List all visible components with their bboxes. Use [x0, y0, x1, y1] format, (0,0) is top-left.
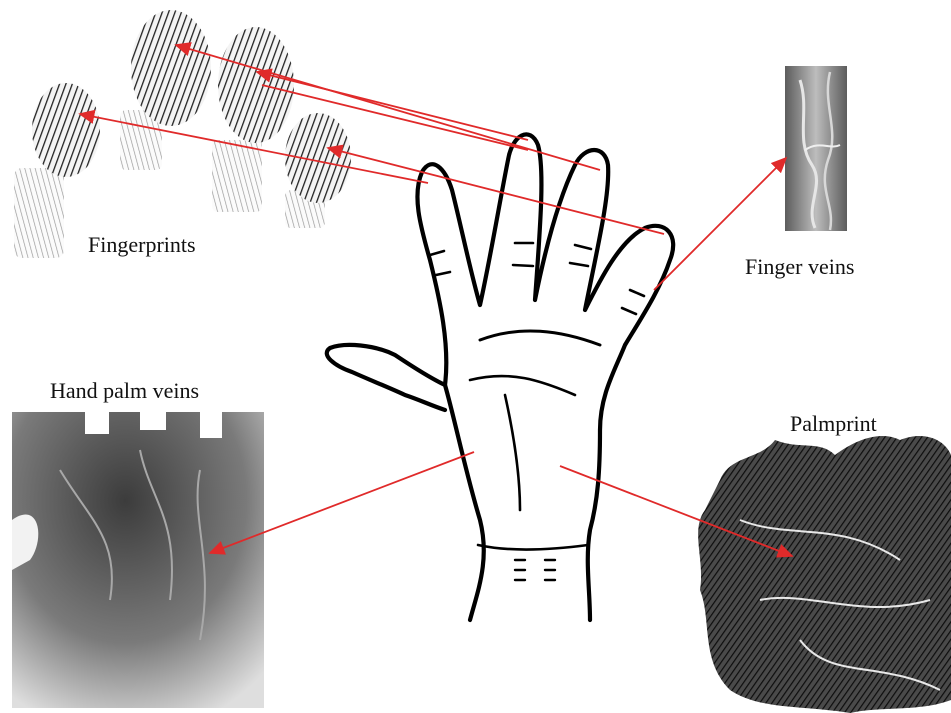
- fingerprint-index: [285, 113, 351, 228]
- palmprint-image: [698, 436, 951, 713]
- hand-outline-icon: [327, 134, 673, 620]
- finger-veins-image: [785, 66, 847, 231]
- fingerprint-middle: [212, 27, 294, 212]
- fingerprint-ring: [120, 10, 211, 170]
- hand-palm-veins-label: Hand palm veins: [50, 378, 199, 404]
- palmprint-label: Palmprint: [790, 411, 877, 437]
- finger-veins-label: Finger veins: [745, 254, 854, 280]
- hand-palm-veins-image: [12, 412, 264, 708]
- fingerprints-label: Fingerprints: [88, 232, 196, 258]
